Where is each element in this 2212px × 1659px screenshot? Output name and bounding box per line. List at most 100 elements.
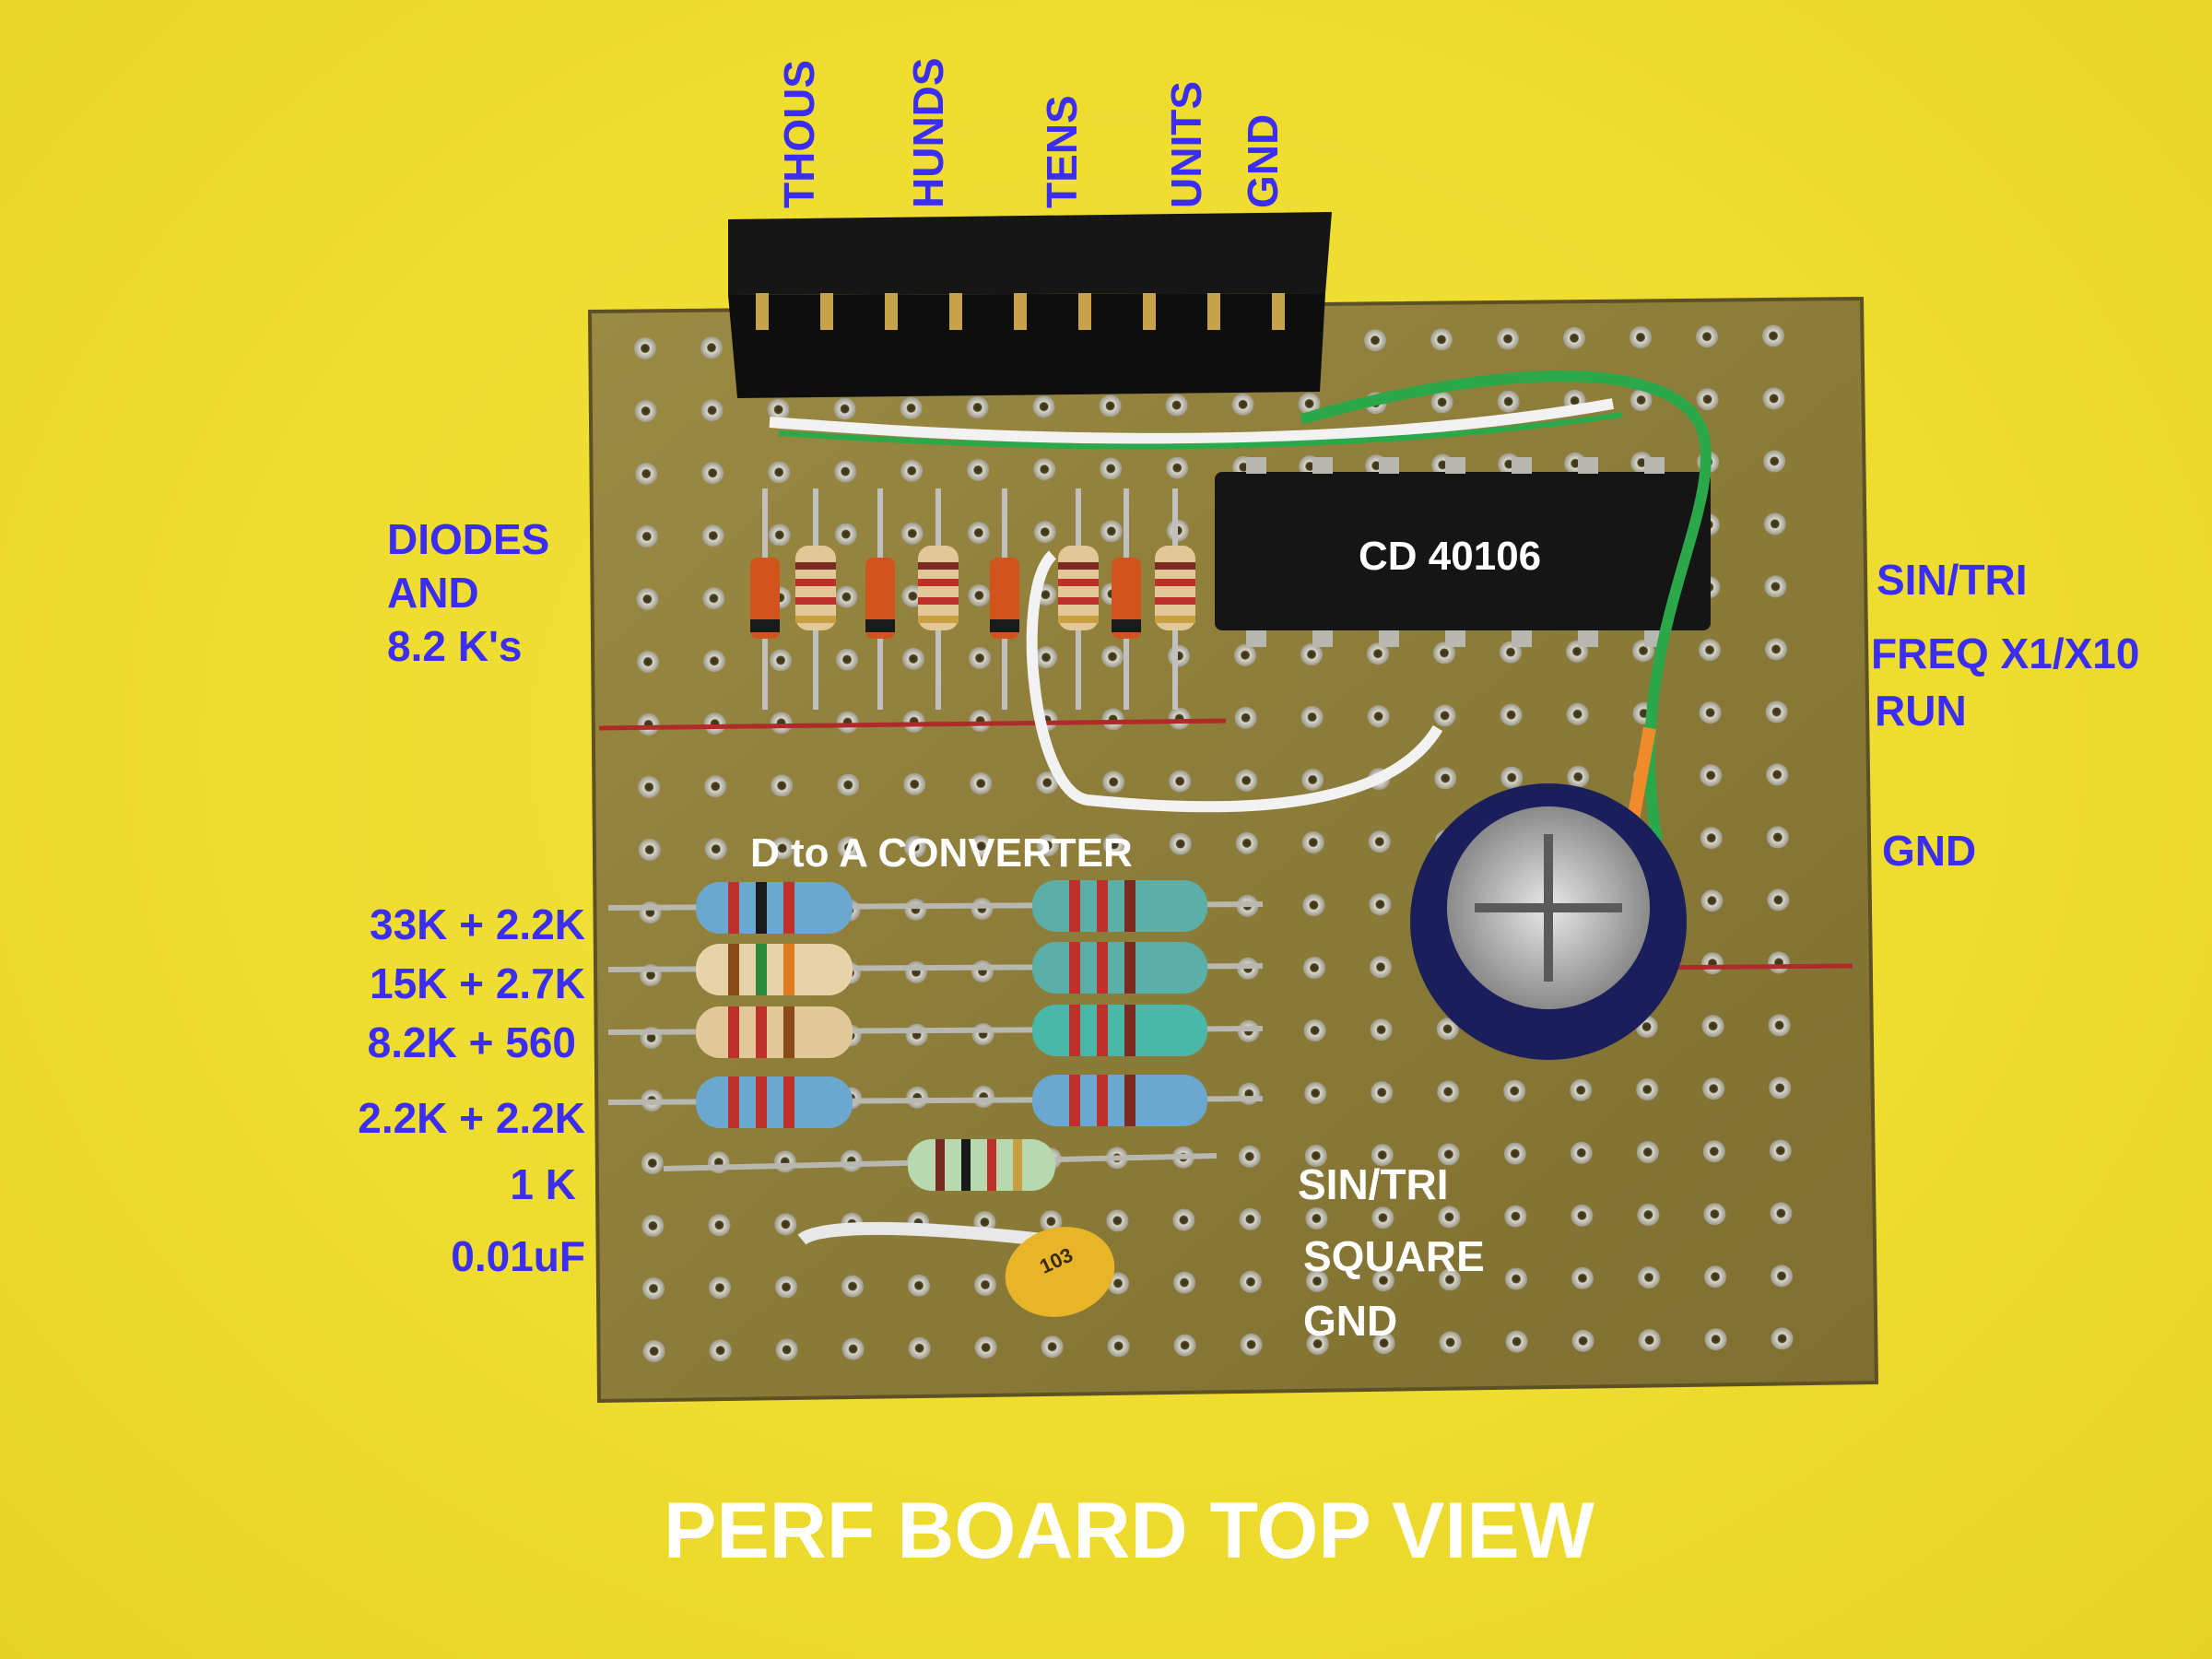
label-8-2k-560: 8.2K + 560 [367,1018,576,1066]
solder-pad [1364,329,1386,352]
solder-pad [1566,702,1589,725]
ic-pin [1312,457,1333,474]
solder-pad [1630,326,1652,348]
diode [750,558,780,639]
solder-pad [775,1338,798,1361]
solder-pad [1567,765,1590,788]
solder-pad [1439,1331,1462,1354]
solder-pad [967,459,990,481]
solder-pad [1303,957,1325,979]
solder-pad [1169,770,1192,793]
solder-pad [1704,1328,1727,1351]
solder-pad [1766,826,1789,849]
solder-pad [908,1274,930,1297]
solder-pad [904,898,927,921]
solder-pad [709,1277,731,1300]
solder-pad [1503,1142,1526,1165]
solder-pad [903,835,926,858]
solder-pad [1306,1333,1329,1355]
connector-label-units: UNITS [1162,81,1210,208]
solder-pad [834,460,857,483]
solder-pad [770,712,793,735]
label-0-01uf: 0.01uF [451,1232,585,1280]
solder-pad [635,525,658,547]
solder-pad [1101,645,1124,668]
solder-pad [836,711,859,734]
connector-pin [1272,293,1285,330]
solder-pad [1430,391,1453,414]
solder-pad [1700,827,1723,850]
solder-pad [1100,457,1123,480]
solder-pad [1165,394,1188,417]
solder-pad [1298,393,1321,415]
solder-pad [774,1213,797,1236]
solder-pad [1505,1267,1527,1290]
ic-pin [1445,457,1465,474]
solder-pad [638,776,661,798]
solder-pad [1439,1268,1461,1291]
ic-pin [1445,630,1465,647]
solder-pad [968,584,991,606]
connector-pin [756,293,769,330]
solder-pad [834,523,857,546]
solder-pad [1696,325,1718,348]
solder-pad [639,901,662,924]
resistor [696,1077,853,1128]
solder-pad [1765,638,1787,661]
ic-pin [1512,457,1532,474]
solder-pad [703,650,725,673]
solder-pad [1637,1204,1660,1226]
solder-pad [1040,1210,1063,1233]
solder-pad [1370,956,1392,979]
solder-pad [1571,1204,1594,1227]
solder-pad [1166,456,1189,479]
solder-pad [1234,643,1256,666]
solder-pad [1437,1143,1460,1166]
solder-pad [1301,831,1324,853]
solder-pad [702,587,725,610]
wires [769,371,1712,1251]
solder-pad [836,648,858,671]
solder-pad [1699,701,1722,724]
ic-pin [1512,630,1532,647]
resistor-rows [607,880,1264,1191]
solder-pad [837,773,860,796]
solder-pad [1371,1144,1394,1167]
solder-pad [1100,520,1123,543]
solder-pad [1702,1140,1725,1163]
solder-pad [1231,393,1254,416]
solder-pad [971,898,994,920]
resistor [696,944,853,995]
solder-pad [1703,1203,1726,1226]
solder-pad [642,1277,665,1300]
solder-pad [1168,644,1190,667]
solder-pad [768,524,791,547]
solder-pad [1240,1270,1262,1293]
solder-pad [1102,833,1125,856]
solder-pad [1771,1265,1793,1288]
label-right-freq: FREQ X1/X10 [1871,629,2140,677]
label-1k: 1 K [510,1160,576,1208]
ic-pin [1578,457,1598,474]
ic-pin [1246,457,1266,474]
solder-pad [1301,769,1324,791]
solder-pad [701,462,724,485]
label-8-2k: 8.2 K's [387,622,523,670]
solder-pad [1570,1078,1593,1101]
solder-pad [1101,708,1124,731]
solder-pad [1033,521,1056,544]
solder-pad [1107,1335,1130,1358]
connector-pin [820,293,833,330]
solder-pad [837,836,860,859]
solder-pad [1699,639,1721,662]
label-right-gnd: GND [1882,827,1977,875]
solder-pad [1173,1271,1195,1294]
solder-pad [704,775,727,798]
label-ic-cd40106: CD 40106 [1359,534,1542,579]
solder-pad [1434,767,1457,790]
solder-pad [1368,830,1391,853]
connector-pin [1078,293,1091,330]
page-title: PERF BOARD TOP VIEW [664,1487,1594,1575]
solder-pad [700,336,723,359]
resistor [696,882,853,934]
